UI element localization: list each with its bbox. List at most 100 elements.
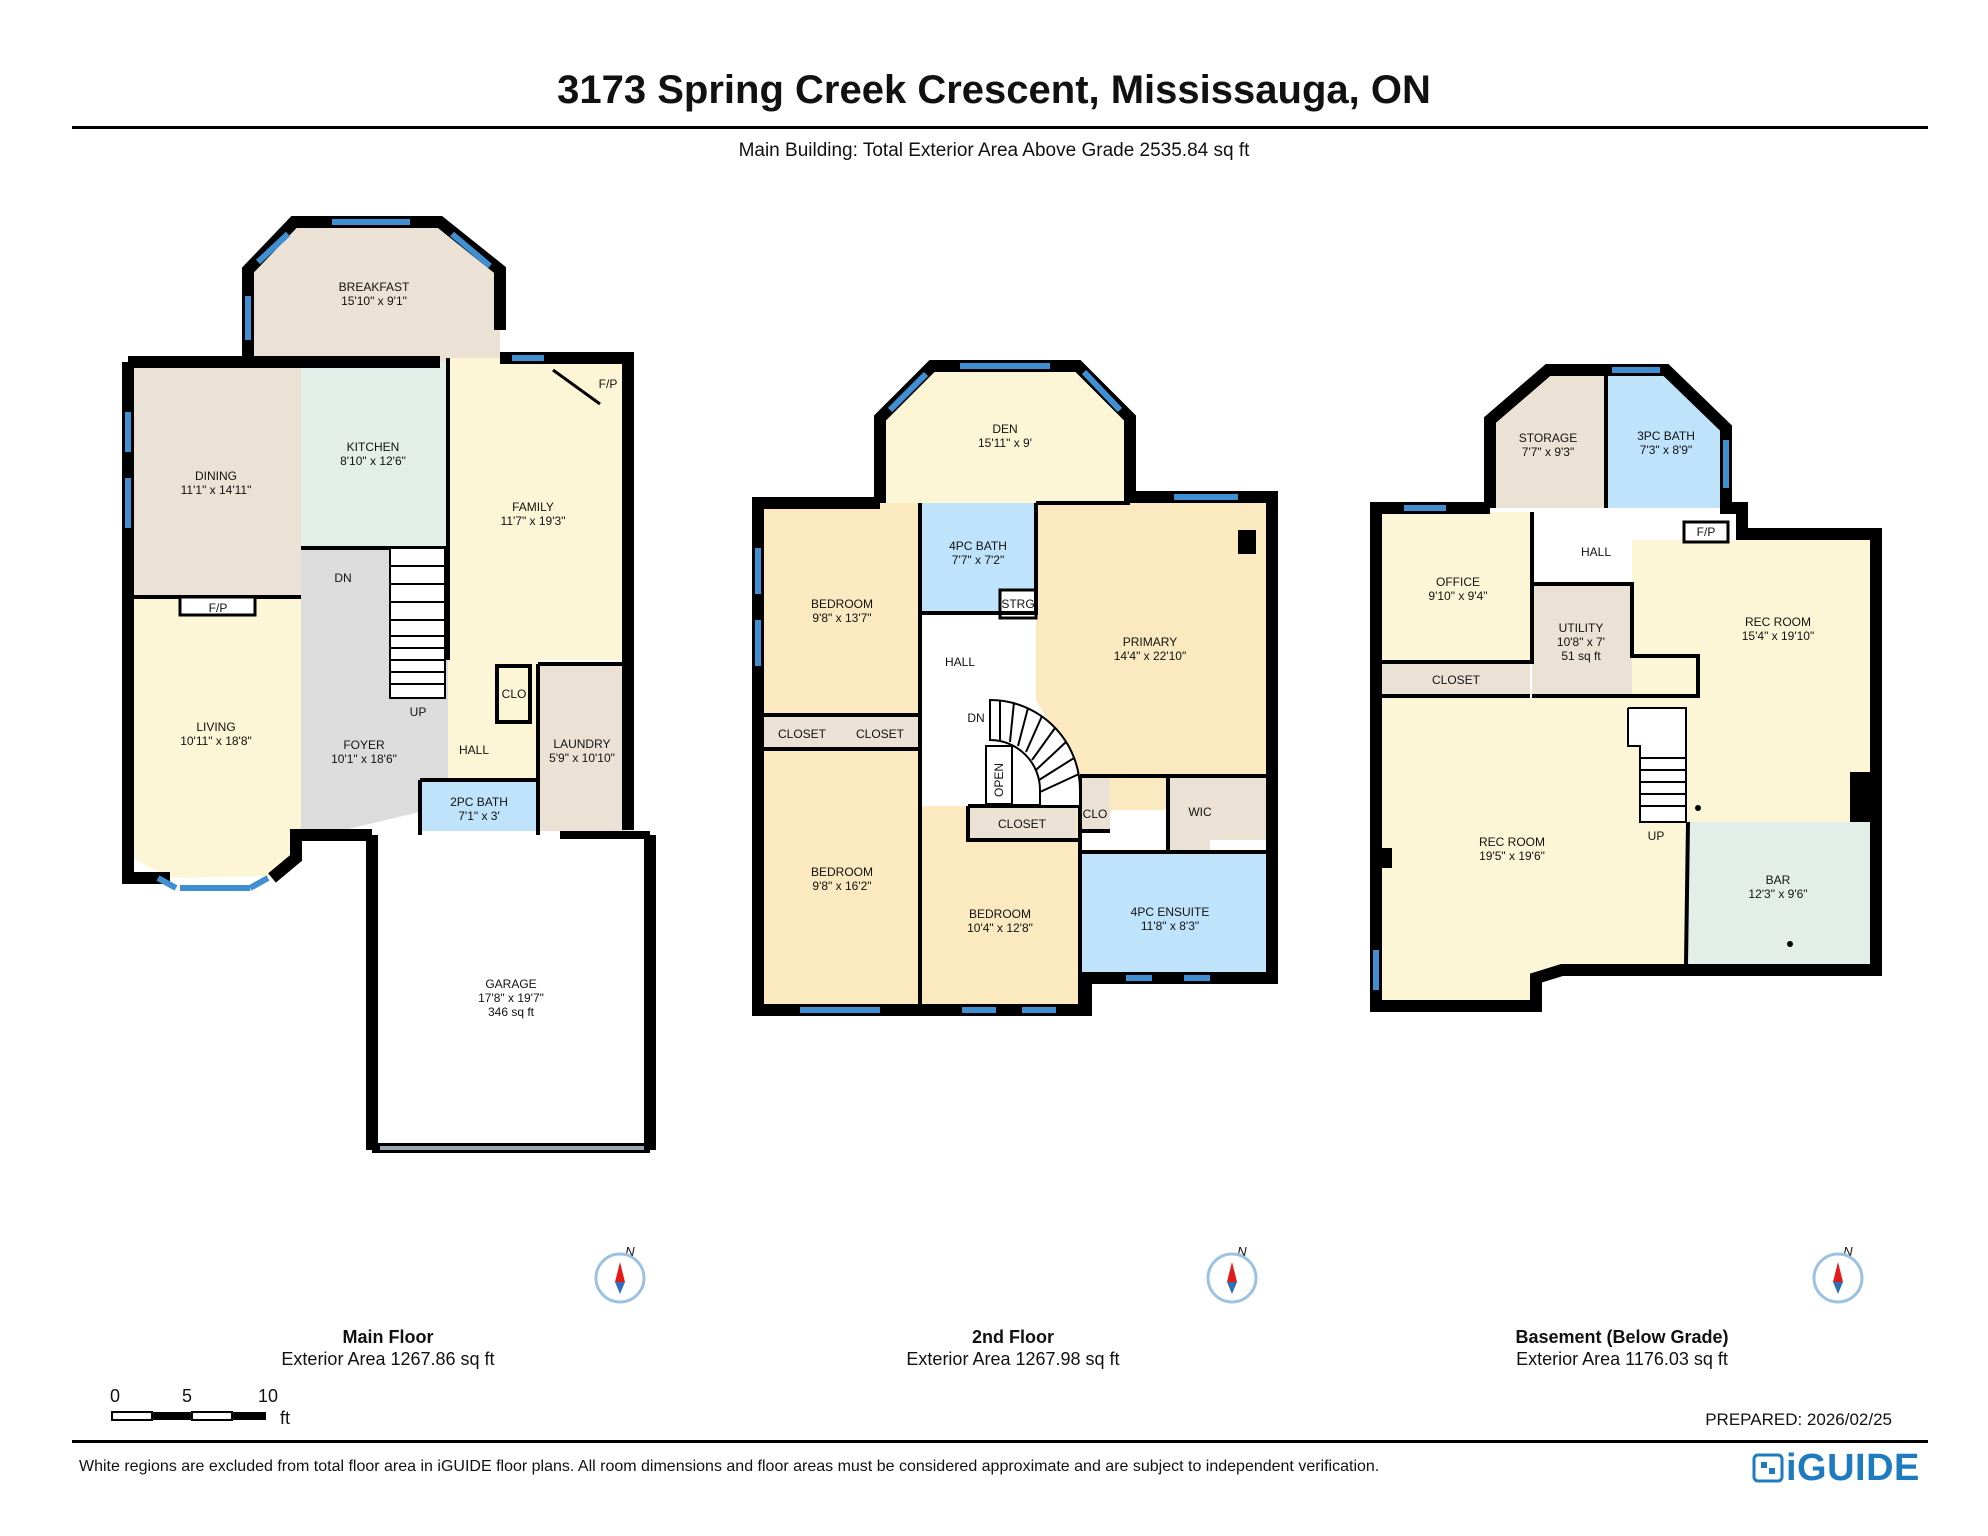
room-dims-den: 15'11" x 9' (978, 436, 1032, 450)
room-dims-4pc-bath: 7'7" x 7'2" (952, 553, 1004, 567)
main-floor-area: Exterior Area 1267.86 sq ft (281, 1349, 495, 1369)
room-rec-room-1 (1632, 540, 1870, 822)
room-rec-room-2 (1382, 696, 1686, 1000)
second-floor-windows (755, 363, 1238, 1013)
room-dims-storage: 7'7" x 9'3" (1522, 445, 1574, 459)
room-storage (1490, 370, 1606, 508)
post-basement-1 (1695, 805, 1701, 811)
compass-main: N (594, 1244, 646, 1304)
scale-tick-0: 0 (110, 1386, 121, 1406)
second-floor-stairs (985, 698, 1081, 807)
room-label-den: DEN (992, 422, 1017, 436)
room-label-bedroom-3: BEDROOM (969, 907, 1031, 921)
closet-label-2nd-b: CLOSET (856, 727, 905, 741)
room-area-garage: 346 sq ft (488, 1005, 535, 1019)
page-subtitle: Main Building: Total Exterior Area Above… (738, 140, 1250, 161)
room-label-living: LIVING (196, 720, 235, 734)
header-rule (72, 126, 1928, 129)
room-dims-office: 9'10" x 9'4" (1428, 589, 1487, 603)
second-floor-walls (752, 360, 1278, 1016)
room-dims-foyer: 10'1" x 18'6" (331, 752, 397, 766)
stairs-down-label-2nd: DN (967, 711, 984, 725)
chimney-basement (1850, 772, 1870, 822)
room-label-rec-room-2: REC ROOM (1479, 835, 1545, 849)
page-title: 3173 Spring Creek Crescent, Mississauga,… (557, 68, 1431, 112)
basement-caption: Basement (Below Grade) Exterior Area 117… (1422, 1326, 1822, 1370)
room-bedroom-2 (764, 749, 920, 1004)
room-office (1382, 512, 1532, 662)
basement-plan: STORAGE 7'7" x 9'3" 3PC BATH 7'3" x 8'9"… (1370, 364, 1882, 1012)
second-floor-area: Exterior Area 1267.98 sq ft (906, 1349, 1120, 1369)
room-4pc-ensuite (1080, 852, 1266, 972)
room-wic (1168, 776, 1266, 852)
room-den (880, 366, 1130, 503)
basement-area: Exterior Area 1176.03 sq ft (1516, 1349, 1728, 1369)
column-basement-left (1382, 848, 1392, 868)
main-floor-windows (125, 219, 644, 1150)
room-laundry (538, 664, 626, 831)
basement-windows (1373, 367, 1729, 990)
room-label-garage: GARAGE (485, 977, 536, 991)
compass-basement: N (1812, 1244, 1864, 1304)
room-dims-breakfast: 15'10" x 9'1" (341, 294, 407, 308)
main-floor-caption: Main Floor Exterior Area 1267.86 sq ft (188, 1326, 588, 1370)
room-label-bar: BAR (1766, 873, 1791, 887)
closet-2nd-a (764, 715, 840, 749)
brand-logo: iGUIDE (1752, 1447, 1920, 1489)
room-dims-bar: 12'3" x 9'6" (1748, 887, 1807, 901)
closet-label-2nd-d: CLO (1083, 807, 1108, 821)
room-label-office: OFFICE (1436, 575, 1480, 589)
second-floor-labels: DEN 15'11" x 9' BEDROOM 9'8" x 13'7" 4PC… (778, 422, 1212, 935)
room-label-4pc-ensuite: 4PC ENSUITE (1131, 905, 1210, 919)
stairs-down-label: DN (334, 571, 351, 585)
room-dims-2pc-bath: 7'1" x 3' (458, 809, 500, 823)
hall-label-2nd: HALL (945, 655, 975, 669)
basement-walls (1370, 364, 1882, 1012)
room-dims-kitchen: 8'10" x 12'6" (340, 454, 406, 468)
room-bedroom-1 (764, 503, 920, 715)
room-dims-living: 10'11" x 18'8" (180, 734, 252, 748)
svg-text:N: N (1237, 1244, 1247, 1259)
closet-basement (1382, 662, 1530, 696)
second-floor-title: 2nd Floor (972, 1327, 1054, 1347)
closet-label-basement: CLOSET (1432, 673, 1481, 687)
closet-2nd-c (968, 806, 1076, 840)
room-dims-laundry: 5'9" x 10'10" (549, 751, 615, 765)
disclaimer-text: White regions are excluded from total fl… (79, 1458, 1380, 1475)
basement-title: Basement (Below Grade) (1515, 1327, 1729, 1347)
scale-tick-10: 10 (258, 1386, 279, 1406)
room-dining (128, 362, 301, 597)
closet-main (495, 664, 532, 724)
chimney-2nd (1238, 530, 1256, 554)
basement-labels: STORAGE 7'7" x 9'3" 3PC BATH 7'3" x 8'9"… (1428, 429, 1814, 901)
room-dims-bedroom-3: 10'4" x 12'8" (967, 921, 1033, 935)
room-label-dining: DINING (195, 469, 237, 483)
room-label-foyer: FOYER (343, 738, 385, 752)
room-label-family: FAMILY (512, 500, 554, 514)
closet-label-main: CLO (502, 687, 527, 701)
room-utility (1532, 584, 1632, 696)
room-label-utility: UTILITY (1559, 621, 1604, 635)
room-dims-bedroom-2: 9'8" x 16'2" (812, 879, 871, 893)
room-dims-utility: 10'8" x 7' (1557, 635, 1605, 649)
room-2pc-bath (420, 780, 538, 831)
stairs-up-label-basement: UP (1648, 829, 1665, 843)
room-kitchen (301, 362, 448, 548)
room-family (448, 358, 628, 660)
room-garage (372, 836, 650, 1148)
stairs-up-label: UP (410, 705, 427, 719)
main-floor-plan: BREAKFAST 15'10" x 9'1" DINING 11'1" x 1… (122, 216, 656, 1153)
scale-bar (111, 1411, 266, 1421)
second-floor-plan: DEN 15'11" x 9' BEDROOM 9'8" x 13'7" 4PC… (752, 360, 1278, 1016)
brand-name: iGUIDE (1786, 1446, 1920, 1489)
room-dims-4pc-ensuite: 11'8" x 8'3" (1141, 919, 1199, 933)
svg-text:N: N (625, 1244, 635, 1259)
hall-label-main: HALL (459, 743, 489, 757)
room-label-2pc-bath: 2PC BATH (450, 795, 508, 809)
room-living (128, 597, 301, 878)
basement-stairs (1627, 707, 1687, 823)
room-dims-garage: 17'8" x 19'7" (478, 991, 544, 1005)
fireplace-label-family: F/P (599, 377, 618, 391)
closet-2nd-d (1080, 776, 1110, 831)
